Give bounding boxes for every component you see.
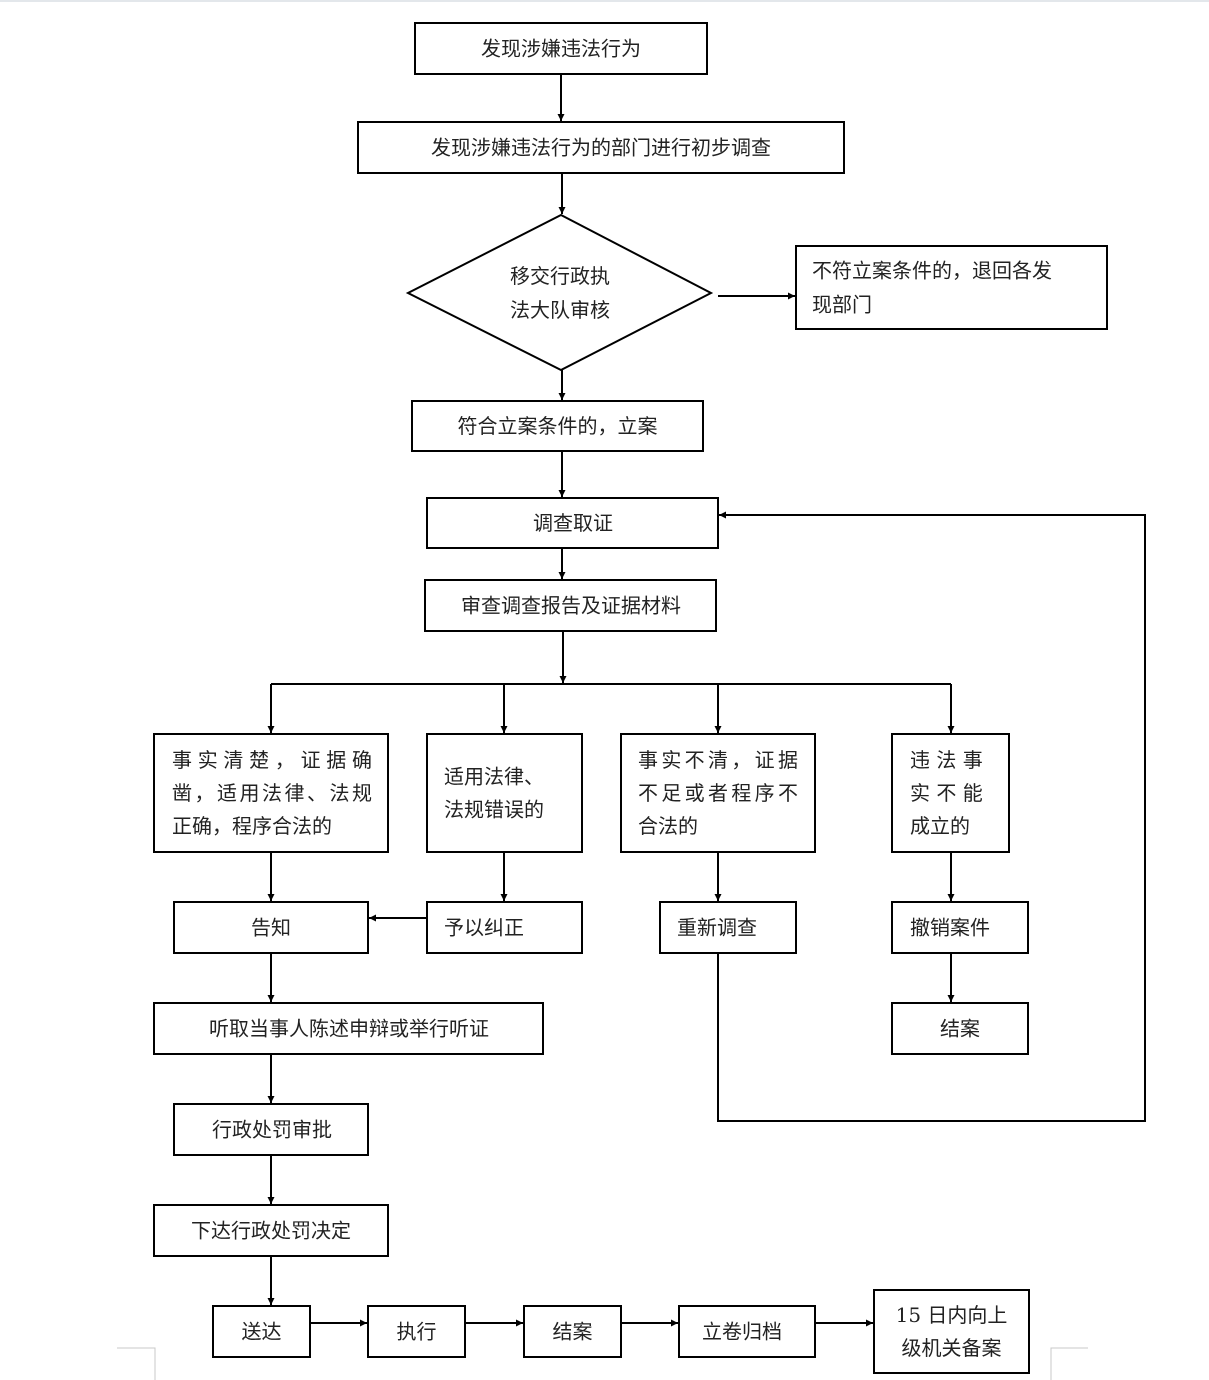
- node-examine: 审查调查报告及证据材料: [424, 579, 717, 632]
- node-label-line: 级机关备案: [902, 1336, 1002, 1360]
- node-label-line: 审查调查报告及证据材料: [461, 594, 681, 618]
- node-label-line: 移交行政执: [510, 264, 610, 288]
- process-box-shape: [523, 1305, 622, 1358]
- node-label-line: 法规错误的: [444, 798, 544, 822]
- top-border-band: [0, 0, 1209, 2]
- node-label-line: 撤销案件: [910, 916, 990, 940]
- node-label-line: 发现涉嫌违法行为: [481, 37, 641, 61]
- node-discover: 发现涉嫌违法行为: [414, 22, 708, 75]
- node-correct: 予以纠正: [426, 901, 583, 954]
- node-label-line: 合法的: [638, 814, 698, 838]
- node-label-line: 违 法 事: [910, 748, 983, 772]
- process-box-shape: [678, 1305, 816, 1358]
- node-label-line: 法大队审核: [510, 298, 610, 322]
- node-label-line: 调查取证: [533, 511, 613, 535]
- node-preliminary: 发现涉嫌违法行为的部门进行初步调查: [357, 121, 845, 174]
- node-label-line: 送达: [242, 1320, 282, 1344]
- process-box-shape: [153, 1204, 389, 1257]
- node-label-line: 行政处罚审批: [212, 1118, 332, 1142]
- node-label-line: 成立的: [910, 814, 970, 838]
- process-box-shape: [891, 901, 1029, 954]
- node-label-line: 现部门: [812, 293, 872, 317]
- process-box-shape: [212, 1305, 311, 1358]
- node-close-bottom: 结案: [523, 1305, 622, 1358]
- node-label-line: 实 不 能: [910, 781, 983, 805]
- page-corner-mark-left: [117, 1347, 156, 1380]
- process-box-shape: [795, 245, 1108, 330]
- node-execute: 执行: [367, 1305, 466, 1358]
- node-label-line: 凿，适用法律、法规: [172, 781, 372, 805]
- process-box-shape: [424, 579, 717, 632]
- node-reinvestigate: 重新调查: [659, 901, 797, 954]
- node-archive: 立卷归档: [678, 1305, 816, 1358]
- process-box-shape: [426, 901, 583, 954]
- node-close-right: 结案: [891, 1002, 1029, 1055]
- node-label-line: 结案: [940, 1017, 980, 1041]
- process-box-shape: [891, 733, 1010, 853]
- node-label-line: 予以纠正: [444, 916, 524, 940]
- process-box-shape: [891, 1002, 1029, 1055]
- node-approval: 行政处罚审批: [173, 1103, 369, 1156]
- process-box-shape: [153, 1002, 544, 1055]
- process-box-shape: [367, 1305, 466, 1358]
- node-revoke: 撤销案件: [891, 901, 1029, 954]
- node-label-line: 立卷归档: [702, 1320, 782, 1344]
- node-label-line: 符合立案条件的，立案: [458, 414, 658, 438]
- process-box-shape: [153, 733, 389, 853]
- node-deliver: 送达: [212, 1305, 311, 1358]
- process-box-shape: [620, 733, 816, 853]
- process-box-shape: [173, 1103, 369, 1156]
- process-box-shape: [426, 733, 583, 853]
- node-label-line: 不符立案条件的，退回各发: [812, 259, 1052, 283]
- node-file-case: 符合立案条件的，立案: [411, 400, 704, 452]
- page-corner-mark-right: [1050, 1347, 1088, 1380]
- process-box-shape: [414, 22, 708, 75]
- node-notify: 告知: [173, 901, 369, 954]
- node-investigate: 调查取证: [426, 497, 719, 549]
- node-branch-law-error: 适用法律、法规错误的: [426, 733, 583, 853]
- node-label-line: 15 日内向上: [896, 1303, 1008, 1327]
- process-box-shape: [873, 1289, 1030, 1374]
- process-box-shape: [357, 121, 845, 174]
- node-label-line: 适用法律、: [444, 765, 544, 789]
- process-box-shape: [659, 901, 797, 954]
- process-box-shape: [173, 901, 369, 954]
- node-hearing: 听取当事人陈述申辩或举行听证: [153, 1002, 544, 1055]
- node-label-line: 告知: [251, 916, 291, 940]
- node-label-line: 事实不清，证据: [638, 748, 798, 772]
- node-label-line: 结案: [553, 1320, 593, 1344]
- edge-reinvestigate-loop-investigate: [717, 511, 1146, 1122]
- node-label-line: 正确，程序合法的: [172, 814, 332, 838]
- node-decision: 下达行政处罚决定: [153, 1204, 389, 1257]
- node-label-line: 发现涉嫌违法行为的部门进行初步调查: [431, 136, 771, 160]
- node-label-line: 执行: [397, 1320, 437, 1344]
- node-label-line: 重新调查: [677, 916, 757, 940]
- node-label-line: 下达行政处罚决定: [191, 1219, 351, 1243]
- node-label-line: 听取当事人陈述申辩或举行听证: [209, 1017, 489, 1041]
- process-box-shape: [426, 497, 719, 549]
- process-box-shape: [411, 400, 704, 452]
- node-label-line: 不足或者程序不: [638, 781, 798, 805]
- decision-diamond-shape: [405, 213, 714, 372]
